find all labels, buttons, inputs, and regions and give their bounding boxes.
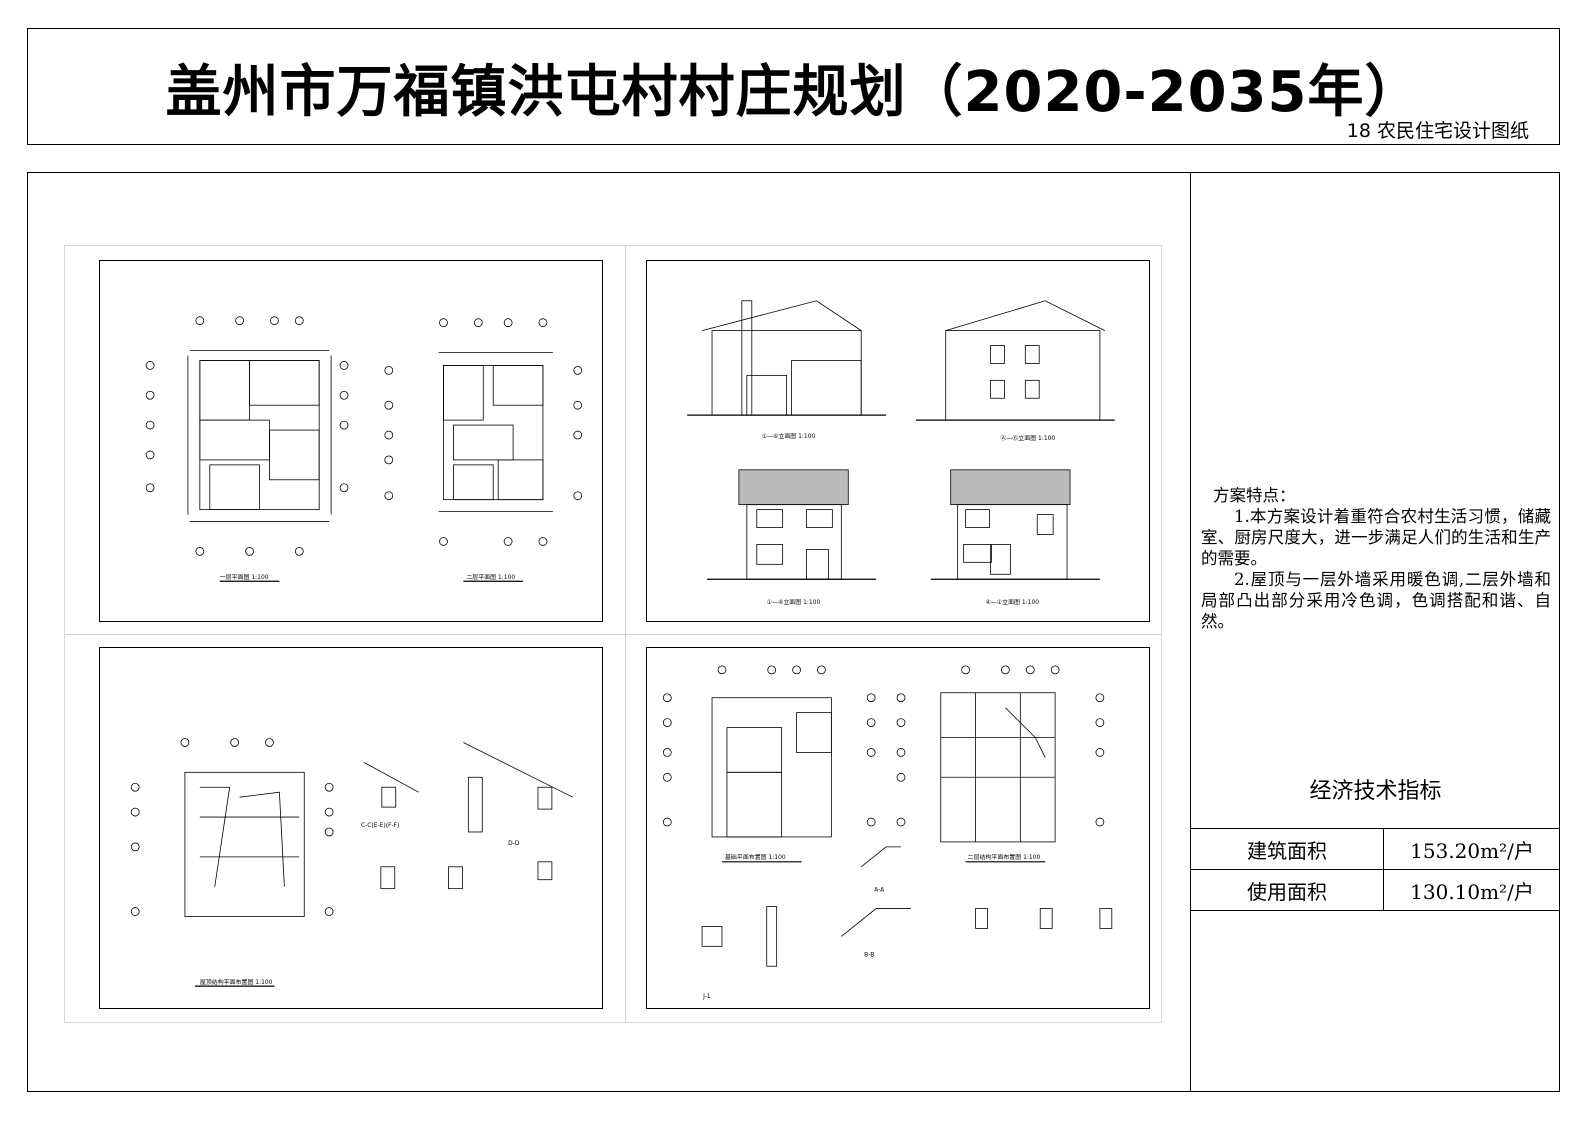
roof-structure-drawing: C-C(E-E)(F-F) D-D 屋顶结构平面布置图 1:100 [130, 738, 573, 987]
section-aa-label: A-A [874, 887, 885, 894]
elev-a-caption: ①—⑥立面图 1:100 [762, 432, 816, 440]
section-bb-label: B-B [864, 951, 874, 958]
feature-item: 1.本方案设计着重符合农村生活习惯，储藏室、厨房尺度大，进一步满足人们的生活和生… [1201, 507, 1551, 568]
section-cc-label: C-C(E-E)(F-F) [361, 822, 399, 829]
scheme-features: 方案特点： 1.本方案设计着重符合农村生活习惯，储藏室、厨房尺度大，进一步满足人… [1201, 485, 1551, 632]
feature-item: 2.屋顶与一层外墙采用暖色调,二层外墙和局部凸出部分采用冷色调，色调搭配和谐、自… [1201, 570, 1551, 631]
foundation-drawing: 基础平面布置图 1:100 二层结构平面布置图 1:100 A-A B-B J-… [662, 665, 1113, 1000]
foundation-sheet: 基础平面布置图 1:100 二层结构平面布置图 1:100 A-A B-B J-… [646, 647, 1150, 1009]
floor-struct-caption: 二层结构平面布置图 1:100 [968, 853, 1041, 861]
roof-caption: 屋顶结构平面布置图 1:100 [200, 978, 273, 986]
roof-structure-sheet: C-C(E-E)(F-F) D-D 屋顶结构平面布置图 1:100 [99, 647, 603, 1009]
divider-horizontal [65, 634, 1161, 635]
detail-j1-label: J-1 [702, 993, 711, 1000]
plan1-caption: 一层平面图 1:100 [220, 574, 269, 581]
elevations-sheet: ①—⑥立面图 1:100 Ⓐ—Ⓖ立面图 1:100 ①—④立面图 1:100 ④… [646, 260, 1150, 622]
drawings-area: 一层平面图 1:100 二层平面图 1:100 [64, 245, 1162, 1023]
elev-b-caption: Ⓐ—Ⓖ立面图 1:100 [1000, 434, 1055, 442]
economics-table: 建筑面积 153.20m²/户 使用面积 130.10m²/户 [1191, 828, 1560, 911]
divider-vertical [625, 246, 626, 1022]
section-dd-label: D-D [508, 840, 520, 847]
building-area-value: 153.20m²/户 [1383, 828, 1560, 870]
plan2-caption: 二层平面图 1:100 [466, 574, 515, 581]
side-panel: 方案特点： 1.本方案设计着重符合农村生活习惯，储藏室、厨房尺度大，进一步满足人… [1190, 173, 1560, 1091]
building-area-label: 建筑面积 [1191, 828, 1384, 870]
main-frame: 一层平面图 1:100 二层平面图 1:100 [27, 172, 1560, 1092]
sheet-subtitle: 18 农民住宅设计图纸 [1346, 120, 1529, 142]
foundation-caption: 基础平面布置图 1:100 [725, 853, 786, 861]
page-title: 盖州市万福镇洪屯村村庄规划（2020-2035年） [165, 60, 1422, 125]
floor-plans-sheet: 一层平面图 1:100 二层平面图 1:100 [99, 260, 603, 622]
floor-plans-drawing: 一层平面图 1:100 二层平面图 1:100 [145, 316, 583, 582]
elev-c-caption: ①—④立面图 1:100 [767, 598, 821, 606]
economics-heading: 经济技术指标 [1309, 779, 1442, 804]
table-row: 建筑面积 153.20m²/户 [1191, 828, 1560, 870]
usable-area-label: 使用面积 [1191, 869, 1384, 911]
features-heading: 方案特点： [1213, 486, 1296, 505]
elev-d-caption: ④—①立面图 1:100 [986, 598, 1040, 606]
title-block: 盖州市万福镇洪屯村村庄规划（2020-2035年） 18 农民住宅设计图纸 [27, 28, 1560, 145]
usable-area-value: 130.10m²/户 [1383, 869, 1560, 911]
elevations-drawing: ①—⑥立面图 1:100 Ⓐ—Ⓖ立面图 1:100 ①—④立面图 1:100 ④… [687, 300, 1115, 606]
table-row: 使用面积 130.10m²/户 [1191, 869, 1560, 911]
